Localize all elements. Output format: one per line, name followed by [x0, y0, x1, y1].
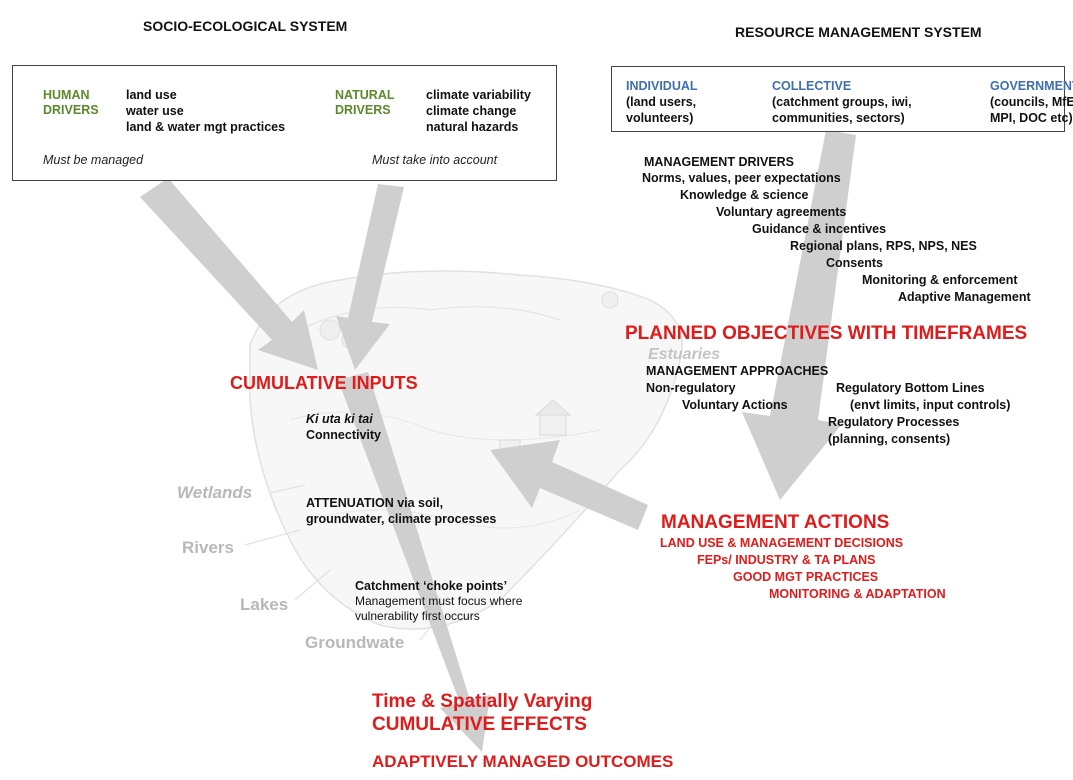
flow-arrows — [140, 130, 856, 752]
human-drivers-label: HUMAN DRIVERS — [43, 88, 99, 117]
driver-regional-plans: Regional plans, RPS, NPS, NES — [790, 239, 977, 253]
must-take-into-account: Must take into account — [372, 153, 498, 167]
management-drivers-title: MANAGEMENT DRIVERS — [644, 155, 795, 169]
rivers-label: Rivers — [182, 538, 234, 557]
arrow-cumulative-inputs — [338, 372, 490, 752]
driver-knowledge: Knowledge & science — [680, 188, 809, 202]
must-be-managed: Must be managed — [43, 153, 144, 167]
action-land-use: LAND USE & MANAGEMENT DECISIONS — [660, 536, 904, 550]
collective-block: COLLECTIVE (catchment groups, iwi, commu… — [772, 79, 912, 125]
cumulative-inputs: CUMULATIVE INPUTS — [230, 373, 418, 393]
driver-voluntary-agreements: Voluntary agreements — [716, 205, 847, 219]
regulatory-bottom-lines: Regulatory Bottom Lines — [836, 381, 985, 395]
government-block: GOVERNMENT (councils, MfE MPI, DOC etc) — [990, 79, 1073, 125]
natural-drivers-label: NATURAL DRIVERS — [335, 88, 395, 117]
adaptively-managed-outcomes: ADAPTIVELY MANAGED OUTCOMES — [372, 752, 674, 771]
regulatory-processes: Regulatory Processes — [828, 415, 960, 429]
socio-ecological-box — [12, 65, 557, 181]
ki-uta-ki-tai: Ki uta ki tai — [306, 412, 373, 426]
driver-guidance: Guidance & incentives — [752, 222, 887, 236]
driver-monitoring: Monitoring & enforcement — [862, 273, 1018, 287]
voluntary-actions: Voluntary Actions — [682, 398, 788, 412]
groundwater-label: Groundwate — [305, 633, 405, 652]
lakes-label: Lakes — [240, 595, 289, 614]
right-heading: RESOURCE MANAGEMENT SYSTEM — [735, 24, 982, 40]
bottom-lines-detail: (envt limits, input controls) — [850, 398, 1011, 412]
planned-objectives: PLANNED OBJECTIVES WITH TIMEFRAMES — [625, 323, 1028, 344]
connectivity: Connectivity — [306, 428, 382, 442]
management-actions-title: MANAGEMENT ACTIONS — [661, 512, 890, 533]
non-regulatory: Non-regulatory — [646, 381, 736, 395]
driver-consents: Consents — [826, 256, 883, 270]
arrow-natural-drivers — [336, 184, 404, 370]
driver-adaptive: Adaptive Management — [898, 290, 1031, 304]
resource-management-box — [611, 66, 1065, 132]
choke-points: Catchment ‘choke points’ Management must… — [355, 579, 523, 623]
processes-detail: (planning, consents) — [828, 432, 951, 446]
human-drivers-list: land use water use land & water mgt prac… — [126, 88, 286, 134]
arrow-management-actions — [490, 440, 648, 530]
management-approaches-title: MANAGEMENT APPROACHES — [646, 364, 829, 378]
natural-drivers-list: climate variability climate change natur… — [426, 88, 531, 134]
individual-block: INDIVIDUAL (land users, volunteers) — [626, 79, 698, 125]
driver-norms: Norms, values, peer expectations — [642, 171, 841, 185]
estuaries-label: Estuaries — [648, 346, 721, 363]
wetlands-label: Wetlands — [177, 483, 253, 502]
action-feps: FEPs/ INDUSTRY & TA PLANS — [697, 553, 876, 567]
arrow-management-system — [742, 130, 856, 500]
action-good-mgt: GOOD MGT PRACTICES — [733, 570, 879, 584]
cumulative-effects: Time & Spatially Varying CUMULATIVE EFFE… — [372, 691, 593, 735]
attenuation-text: ATTENUATION via soil, groundwater, clima… — [306, 496, 497, 526]
left-heading: SOCIO-ECOLOGICAL SYSTEM — [143, 18, 348, 34]
action-monitoring: MONITORING & ADAPTATION — [769, 587, 946, 601]
arrow-human-drivers — [140, 178, 318, 370]
